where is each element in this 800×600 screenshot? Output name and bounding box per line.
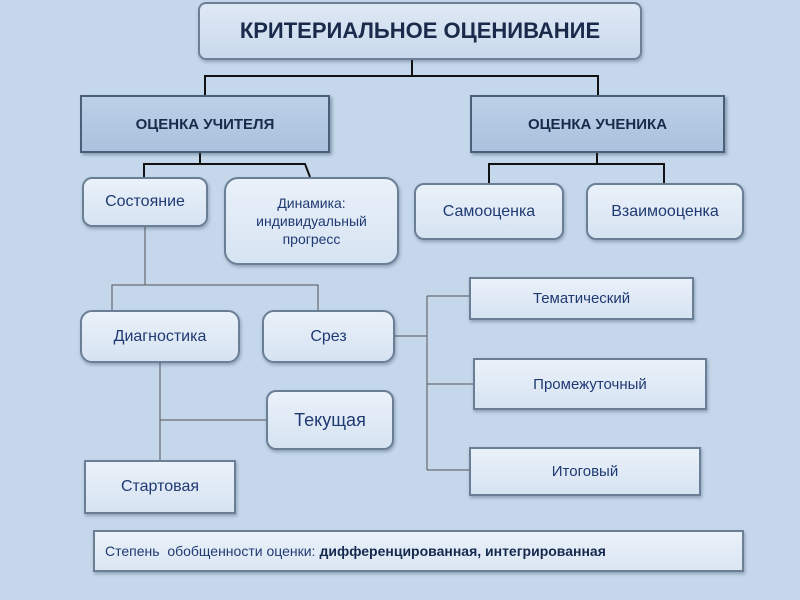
peer-assessment-node: Взаимооценка — [586, 183, 744, 240]
starting-label: Стартовая — [120, 478, 200, 495]
final-node: Итоговый — [469, 447, 701, 496]
dynamics-node: Динамика: индивидуальный прогресс — [224, 177, 399, 265]
self-assessment-label: Самооценка — [442, 202, 536, 220]
cut-node: Срез — [262, 310, 395, 363]
diagram-title: КРИТЕРИАЛЬНОЕ ОЦЕНИВАНИЕ — [198, 2, 642, 60]
diagram-title-text: КРИТЕРИАЛЬНОЕ ОЦЕНИВАНИЕ — [239, 18, 601, 43]
intermediate-label: Промежуточный — [533, 375, 647, 393]
student-assessment-label: ОЦЕНКА УЧЕНИКА — [527, 115, 668, 133]
starting-node: Стартовая — [84, 460, 236, 514]
cut-label: Срез — [310, 327, 347, 345]
thematic-label: Тематический — [532, 290, 631, 307]
peer-assessment-label: Взаимооценка — [611, 202, 719, 220]
footer-value: дифференцированная, интегрированная — [319, 543, 606, 559]
state-label: Состояние — [105, 193, 185, 210]
teacher-assessment-header: ОЦЕНКА УЧИТЕЛЯ — [80, 95, 330, 153]
current-label: Текущая — [294, 409, 366, 430]
generalization-footer: Степень обобщенности оценки: дифференцир… — [93, 530, 744, 572]
diagnostics-label: Диагностика — [113, 327, 207, 345]
intermediate-node: Промежуточный — [473, 358, 707, 410]
teacher-assessment-label: ОЦЕНКА УЧИТЕЛЯ — [135, 115, 275, 133]
final-label: Итоговый — [551, 463, 619, 480]
self-assessment-node: Самооценка — [414, 183, 564, 240]
student-assessment-header: ОЦЕНКА УЧЕНИКА — [470, 95, 725, 153]
current-node: Текущая — [266, 390, 394, 450]
dynamics-label: Динамика: индивидуальный прогресс — [256, 195, 367, 247]
diagnostics-node: Диагностика — [80, 310, 240, 363]
state-node: Состояние — [82, 177, 208, 227]
thematic-node: Тематический — [469, 277, 694, 320]
footer-prefix: Степень обобщенности оценки: — [105, 543, 316, 559]
